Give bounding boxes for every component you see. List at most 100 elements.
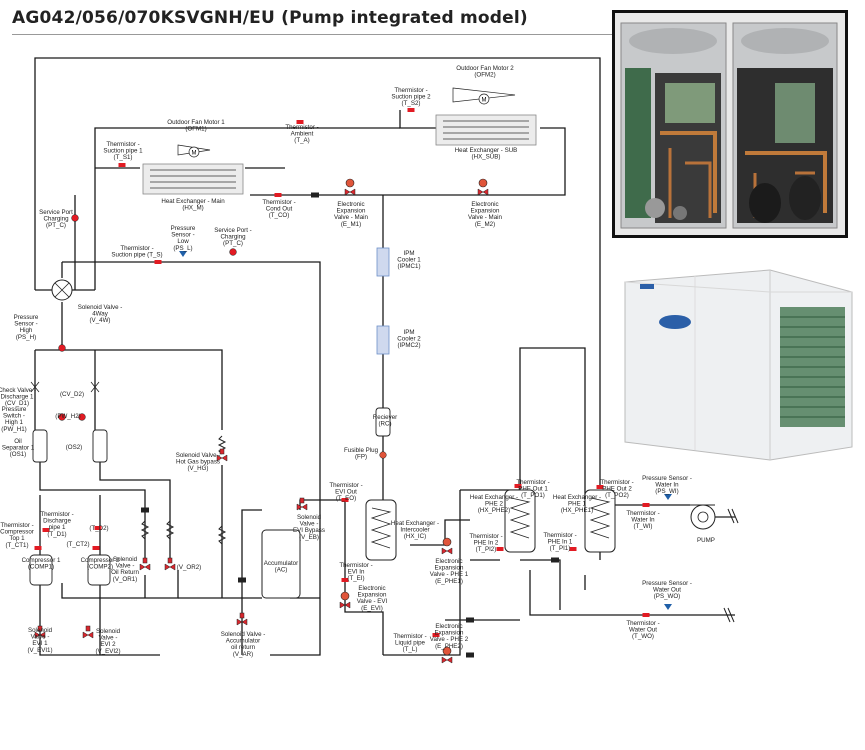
thermistor-icon [407, 108, 415, 112]
oil-separator-2 [92, 429, 108, 463]
label-comp2: Compressor 2(COMP2) [81, 557, 120, 571]
filter-icon [311, 192, 319, 198]
thermistor-icon [496, 547, 504, 551]
label-t-co: Thermistor -Cond Out(T_CO) [262, 199, 295, 219]
filter-icon [466, 652, 474, 658]
pressure-sensor-low-icon [179, 251, 187, 257]
thermistor-icon [154, 260, 162, 264]
label-t-l: Thermistor -Liquid pipe(T_L) [393, 633, 426, 653]
thermistor-icon [642, 503, 650, 507]
thermistor-icon [274, 193, 282, 197]
filter-icon [466, 617, 474, 623]
accumulator [261, 529, 301, 599]
thermistor-icon [642, 613, 650, 617]
check-valve-icon [30, 381, 40, 393]
expansion-valve-icon [477, 178, 489, 196]
ipm-cooler-1 [376, 247, 390, 277]
label-hx-sub: Heat Exchanger - SUB(HX_SUB) [455, 147, 518, 161]
label-hx-phe2: Heat Exchanger -PHE 2(HX_PHE2) [470, 494, 518, 514]
label-t-eo: Thermistor -EVI Out(T_EO) [329, 482, 362, 502]
label-pw-h2: (PW_H2) [55, 413, 80, 420]
label-ps-wo: Pressure Sensor -Water Out(PS_WO) [642, 580, 692, 600]
thermistor-icon [569, 547, 577, 551]
label-t-ei: Thermistor -EVI In(T_EI) [339, 562, 372, 582]
fusible-plug-icon [379, 451, 387, 459]
svg-text:M: M [482, 98, 487, 104]
filter-icon [141, 507, 149, 513]
thermistor-icon [92, 546, 100, 550]
label-v-4w: Solenoid Valve -4Way(V_4W) [78, 304, 123, 324]
solenoid-valve-icon [164, 557, 176, 571]
compressor-2 [87, 554, 111, 586]
fan-icon: M [452, 87, 516, 105]
unit-interior-photo [612, 10, 848, 238]
ipm-cooler-2 [376, 325, 390, 355]
oil-separator-1 [32, 429, 48, 463]
label-ofm1: Outdoor Fan Motor 1(OFM1) [167, 119, 225, 133]
fan-icon: M [177, 144, 211, 158]
label-t-d2: (T_D2) [89, 525, 108, 532]
compressor-1 [29, 554, 53, 586]
label-rc: Reciever(RC) [373, 414, 397, 428]
expansion-valve-icon [344, 178, 356, 196]
phe-1 [584, 489, 616, 553]
unit-exterior-photo [620, 262, 855, 462]
label-os2: (OS2) [66, 444, 83, 451]
thermistor-icon [118, 163, 126, 167]
label-hx-phe1: Heat Exchanger -PHE 1(HX_PHE1) [553, 494, 601, 514]
title-divider [12, 34, 612, 35]
heat-exchanger-sub [435, 114, 537, 146]
pipe-break-icon [723, 607, 735, 623]
intercooler [365, 499, 397, 561]
pressure-sensor-high-icon [58, 344, 66, 352]
label-t-s: Thermistor -Suction pipe (T_S) [111, 245, 162, 259]
thermistor-icon [34, 546, 42, 550]
label-t-wi: Thermistor -Water In(T_WI) [626, 510, 659, 530]
label-t-pi2: Thermistor -PHE In 2(T_PI2) [469, 533, 502, 553]
label-v-hg: Solenoid Valve -Hot Gas bypass(V_HG) [176, 452, 221, 472]
label-t-s1: Thermistor -Suction pipe 1(T_S1) [103, 141, 143, 161]
label-pt-c2: Service Port -Charging(PT_C) [214, 227, 251, 247]
label-acc: Accumulator(AC) [264, 560, 298, 574]
label-pump: PUMP [697, 537, 715, 544]
heat-exchanger-main [142, 163, 244, 195]
label-t-po1: Thermistor -PHE Out 1(T_PO1) [516, 479, 549, 499]
label-t-wo: Thermistor -Water Out(T_WO) [626, 620, 659, 640]
filter-icon [238, 577, 246, 583]
check-valve-icon [90, 381, 100, 393]
label-ps-wi: Pressure Sensor -Water In(PS_WI) [642, 475, 692, 495]
label-t-a: Thermistor -Ambient(T_A) [285, 124, 318, 144]
pressure-sensor-water-out-icon [664, 604, 672, 610]
label-v-or2: (V_OR2) [177, 564, 201, 571]
four-way-valve-icon [51, 279, 73, 301]
page-title: AG042/056/070KSVGNH/EU (Pump integrated … [12, 8, 528, 28]
filter-icon [551, 557, 559, 563]
svg-text:M: M [192, 151, 197, 157]
label-t-pi1: Thermistor -PHE In 1(T_PI1) [543, 532, 576, 552]
label-t-po2: Thermistor -PHE Out 2(T_PO2) [600, 479, 633, 499]
phe-2 [504, 489, 536, 553]
label-comp1: Compressor 1(COMP1) [22, 557, 61, 571]
label-t-ct2: (T_CT2) [66, 541, 89, 548]
label-t-s2: Thermistor -Suction pipe 2(T_S2) [391, 87, 431, 107]
receiver [375, 407, 391, 437]
label-fp: Fusible Plug(FP) [344, 447, 379, 461]
